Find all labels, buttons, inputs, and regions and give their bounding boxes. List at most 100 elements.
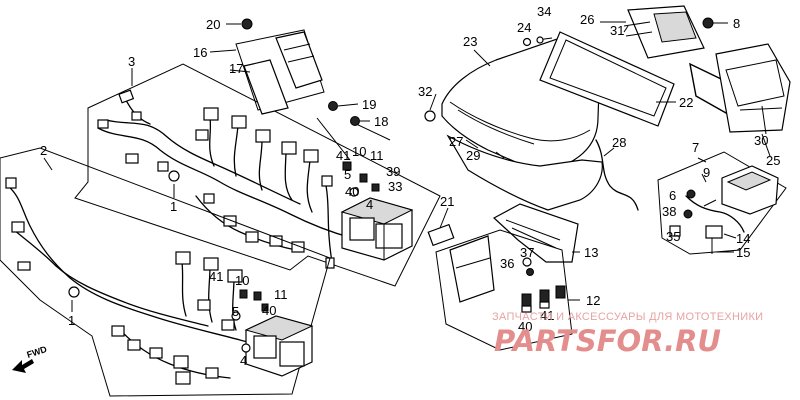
upper-harness-branch-6: [306, 159, 313, 213]
callout-38: 38: [662, 204, 676, 219]
lower-flasher-relay: [244, 315, 314, 377]
callout-24: 24: [517, 20, 531, 35]
nut-part-20: [241, 18, 253, 30]
nut-part-8: [702, 17, 714, 29]
lower-harness-frame: [0, 147, 331, 397]
callout-2: 2: [40, 143, 47, 158]
callout-26: 26: [580, 12, 594, 27]
grommet-part-1-upper: [168, 170, 180, 182]
upper-bracket-line: [316, 117, 351, 161]
callout-17: 17: [229, 61, 243, 76]
upper-harness-drop-wire: [325, 185, 333, 263]
callout-18: 18: [374, 114, 388, 129]
bulb-set-part-12: [521, 285, 566, 313]
lower-cowl-part-29: [446, 134, 603, 211]
callout-numbers: 20 16 17 3 2 1 1 19 18 41 10 11 5 39 40 …: [40, 4, 780, 368]
upper-harness-group: [74, 63, 441, 287]
washer-part-36: [522, 257, 532, 267]
callout-27: 27: [449, 134, 463, 149]
lower-harness-branch-1: [181, 261, 187, 317]
callout-4-lower: 4: [240, 353, 247, 368]
license-bracket-group: [427, 203, 579, 351]
callout-40-lower: 40: [262, 303, 276, 318]
callout-9: 9: [703, 165, 710, 180]
callout-21: 21: [440, 194, 454, 209]
nut-part-37: [526, 268, 534, 276]
callout-33: 33: [388, 179, 402, 194]
callout-1-upper: 1: [170, 199, 177, 214]
callout-36: 36: [500, 256, 514, 271]
callout-12: 12: [586, 293, 600, 308]
washer-part-38: [683, 209, 693, 219]
upper-harness-branch-5: [284, 149, 293, 201]
watermark-logo: PARTSFOR.RU: [494, 324, 721, 358]
callout-5-upper: 5: [344, 167, 351, 182]
callout-20: 20: [206, 17, 220, 32]
callout-10-upper: 10: [352, 144, 366, 159]
callout-31: 31: [610, 23, 624, 38]
upper-harness-branch-4: [258, 139, 263, 191]
sub-harness-wire: [685, 195, 745, 233]
lower-harness-branch-2: [208, 265, 213, 323]
callout-39: 39: [386, 164, 400, 179]
callout-13: 13: [584, 245, 598, 260]
callout-7: 7: [692, 140, 699, 155]
clip-part-32: [424, 110, 436, 122]
upper-harness-branch-3: [233, 125, 239, 177]
upper-bracket-line-2: [351, 121, 391, 141]
upper-small-parts: [342, 161, 380, 197]
callout-41-bulb: 41: [540, 308, 554, 323]
lower-small-parts: [231, 289, 269, 353]
callout-8: 8: [733, 16, 740, 31]
callout-30: 30: [754, 133, 768, 148]
lower-harness-main-wire: [7, 185, 301, 357]
callout-40-upper: 40: [345, 184, 359, 199]
callout-22: 22: [679, 95, 693, 110]
callout-16: 16: [193, 45, 207, 60]
lower-harness-connectors: [5, 177, 243, 385]
watermark: ЗАПЧАСТИ И АКСЕССУАРЫ ДЛЯ МОТОТЕХНИКИ PA…: [492, 311, 763, 358]
upper-harness-connectors: [97, 89, 335, 269]
gasket-part-17: [243, 59, 289, 115]
fwd-label: FWD: [26, 344, 49, 360]
callout-23: 23: [463, 34, 477, 49]
callout-34: 34: [537, 4, 551, 19]
screw-part-6: [686, 189, 696, 199]
sub-harness-frame: [657, 151, 787, 255]
watermark-caption: ЗАПЧАСТИ И АКСЕССУАРЫ ДЛЯ МОТОТЕХНИКИ: [492, 311, 763, 323]
callout-11-lower: 11: [274, 287, 288, 302]
callout-41-lower: 41: [209, 269, 223, 284]
lamp-assembly-group: [623, 5, 791, 135]
upper-harness-main-wire: [97, 127, 353, 239]
callout-40-bulb: 40: [518, 319, 532, 334]
connector-part-14: [705, 225, 723, 239]
plate-frame-16: [235, 29, 325, 111]
callout-10-lower: 10: [235, 273, 249, 288]
callout-35: 35: [666, 229, 680, 244]
callout-37: 37: [520, 245, 534, 260]
socket-part-21: [427, 223, 455, 247]
callout-14: 14: [736, 231, 750, 246]
leader-lines: [43, 21, 771, 312]
callout-29: 29: [466, 148, 480, 163]
callout-32: 32: [418, 84, 432, 99]
lens-part-21: [449, 235, 495, 303]
callout-3: 3: [128, 54, 135, 69]
forward-direction-indicator: FWD: [12, 344, 49, 373]
clip-part-5: [703, 199, 717, 207]
grommet-part-1-lower: [68, 286, 80, 298]
lamp-stem-30: [761, 105, 767, 135]
clamp-part-35: [669, 225, 681, 237]
lower-harness-group: [0, 147, 331, 397]
upper-flasher-relay: [340, 197, 414, 261]
callout-5-lower: 5: [232, 304, 239, 319]
cable-part-28: [595, 139, 639, 211]
screw-part-24: [522, 37, 532, 47]
bracket-part-13: [492, 203, 579, 263]
nut-part-18: [350, 116, 360, 126]
callout-19: 19: [362, 97, 376, 112]
bracket-plate-group: [235, 18, 360, 126]
sub-harness-group: [657, 151, 787, 255]
callout-6: 6: [669, 188, 676, 203]
